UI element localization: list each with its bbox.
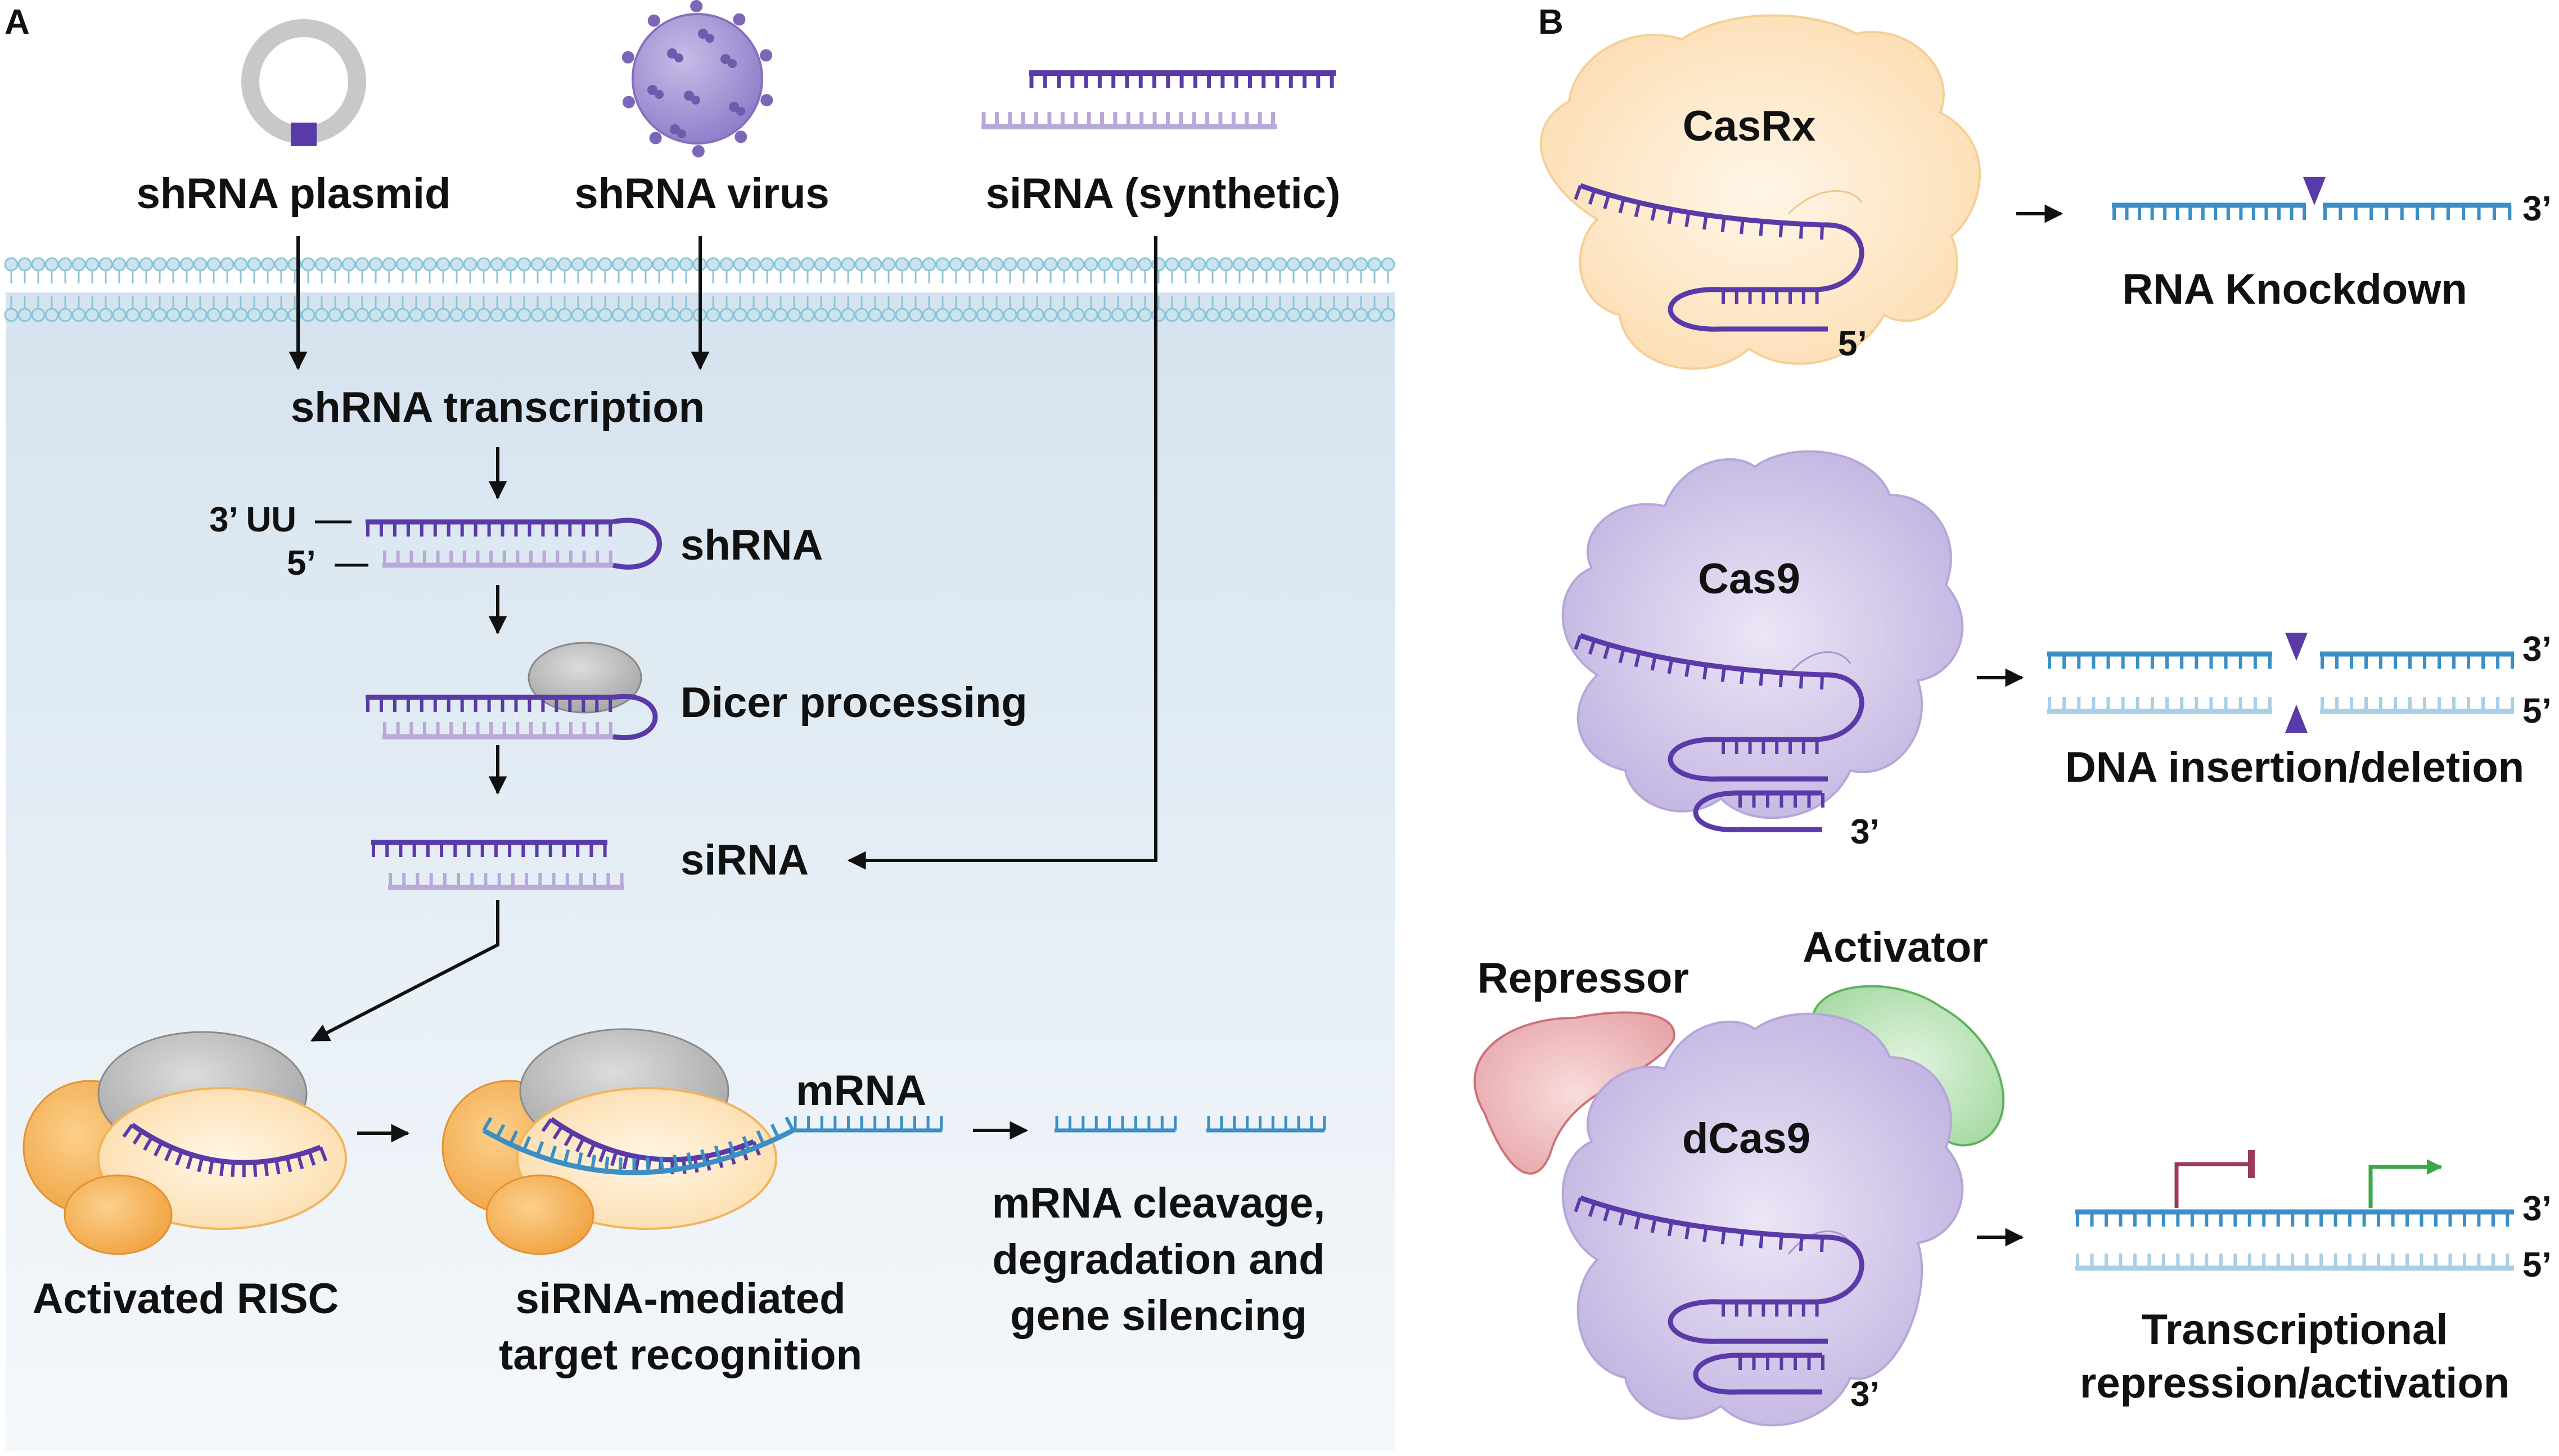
label-repression-activation: repression/activation	[2080, 1359, 2510, 1407]
label-shrna-5prime: 5’	[287, 544, 316, 583]
label-shrna-transcription: shRNA transcription	[291, 384, 705, 431]
label-outcome-1: mRNA cleavage,	[992, 1179, 1326, 1227]
label-repressor: Repressor	[1477, 954, 1689, 1002]
label-recognition-1: siRNA-mediated	[516, 1275, 846, 1323]
target-rna-strand	[2112, 177, 2511, 220]
dna-tx-5prime: 5’	[2522, 1246, 2552, 1284]
cas9-label: Cas9	[1698, 555, 1800, 603]
target-dna-duplex	[2047, 633, 2514, 733]
label-sirna-synthetic: siRNA (synthetic)	[986, 170, 1341, 218]
label-recognition-2: target recognition	[499, 1331, 862, 1379]
panel-a-label: A	[4, 3, 30, 42]
label-outcome-2: degradation and	[992, 1236, 1324, 1283]
rna-strand-3prime: 3’	[2522, 190, 2552, 228]
casrx-label: CasRx	[1683, 102, 1816, 150]
repression-arrow-icon	[2177, 1150, 2251, 1208]
label-shrna-3prime: 3’ UU	[209, 501, 296, 539]
panel-b-label: B	[1538, 3, 1564, 42]
label-shrna-plasmid: shRNA plasmid	[137, 170, 451, 218]
casrx-5prime: 5’	[1838, 324, 1867, 363]
label-dicer-processing: Dicer processing	[681, 679, 1028, 727]
label-activated-risc: Activated RISC	[33, 1275, 339, 1323]
label-transcriptional: Transcriptional	[2142, 1306, 2448, 1354]
dna-indel-3prime: 3’	[2522, 630, 2552, 669]
label-shrna: shRNA	[681, 521, 823, 569]
virus-icon	[622, 0, 773, 157]
activation-arrow-icon	[2371, 1167, 2441, 1208]
label-activator: Activator	[1803, 923, 1988, 971]
label-sirna: siRNA	[681, 836, 809, 884]
label-shrna-virus: shRNA virus	[574, 170, 829, 218]
label-rna-knockdown: RNA Knockdown	[2122, 265, 2467, 313]
dna-tx-3prime: 3’	[2522, 1189, 2552, 1228]
plasmid-icon	[250, 28, 357, 146]
label-mrna: mRNA	[796, 1067, 926, 1115]
cas9-protein	[1563, 452, 1963, 818]
synthetic-sirna-icon	[981, 73, 1336, 127]
dcas9-3prime: 3’	[1850, 1375, 1880, 1414]
label-outcome-3: gene silencing	[1010, 1292, 1307, 1340]
dcas9-label: dCas9	[1682, 1115, 1810, 1162]
dna-indel-5prime: 5’	[2522, 692, 2552, 731]
cas9-3prime: 3’	[1850, 813, 1880, 851]
target-dna-duplex-transcription	[2075, 1212, 2514, 1268]
label-dna-indel: DNA insertion/deletion	[2065, 743, 2524, 791]
